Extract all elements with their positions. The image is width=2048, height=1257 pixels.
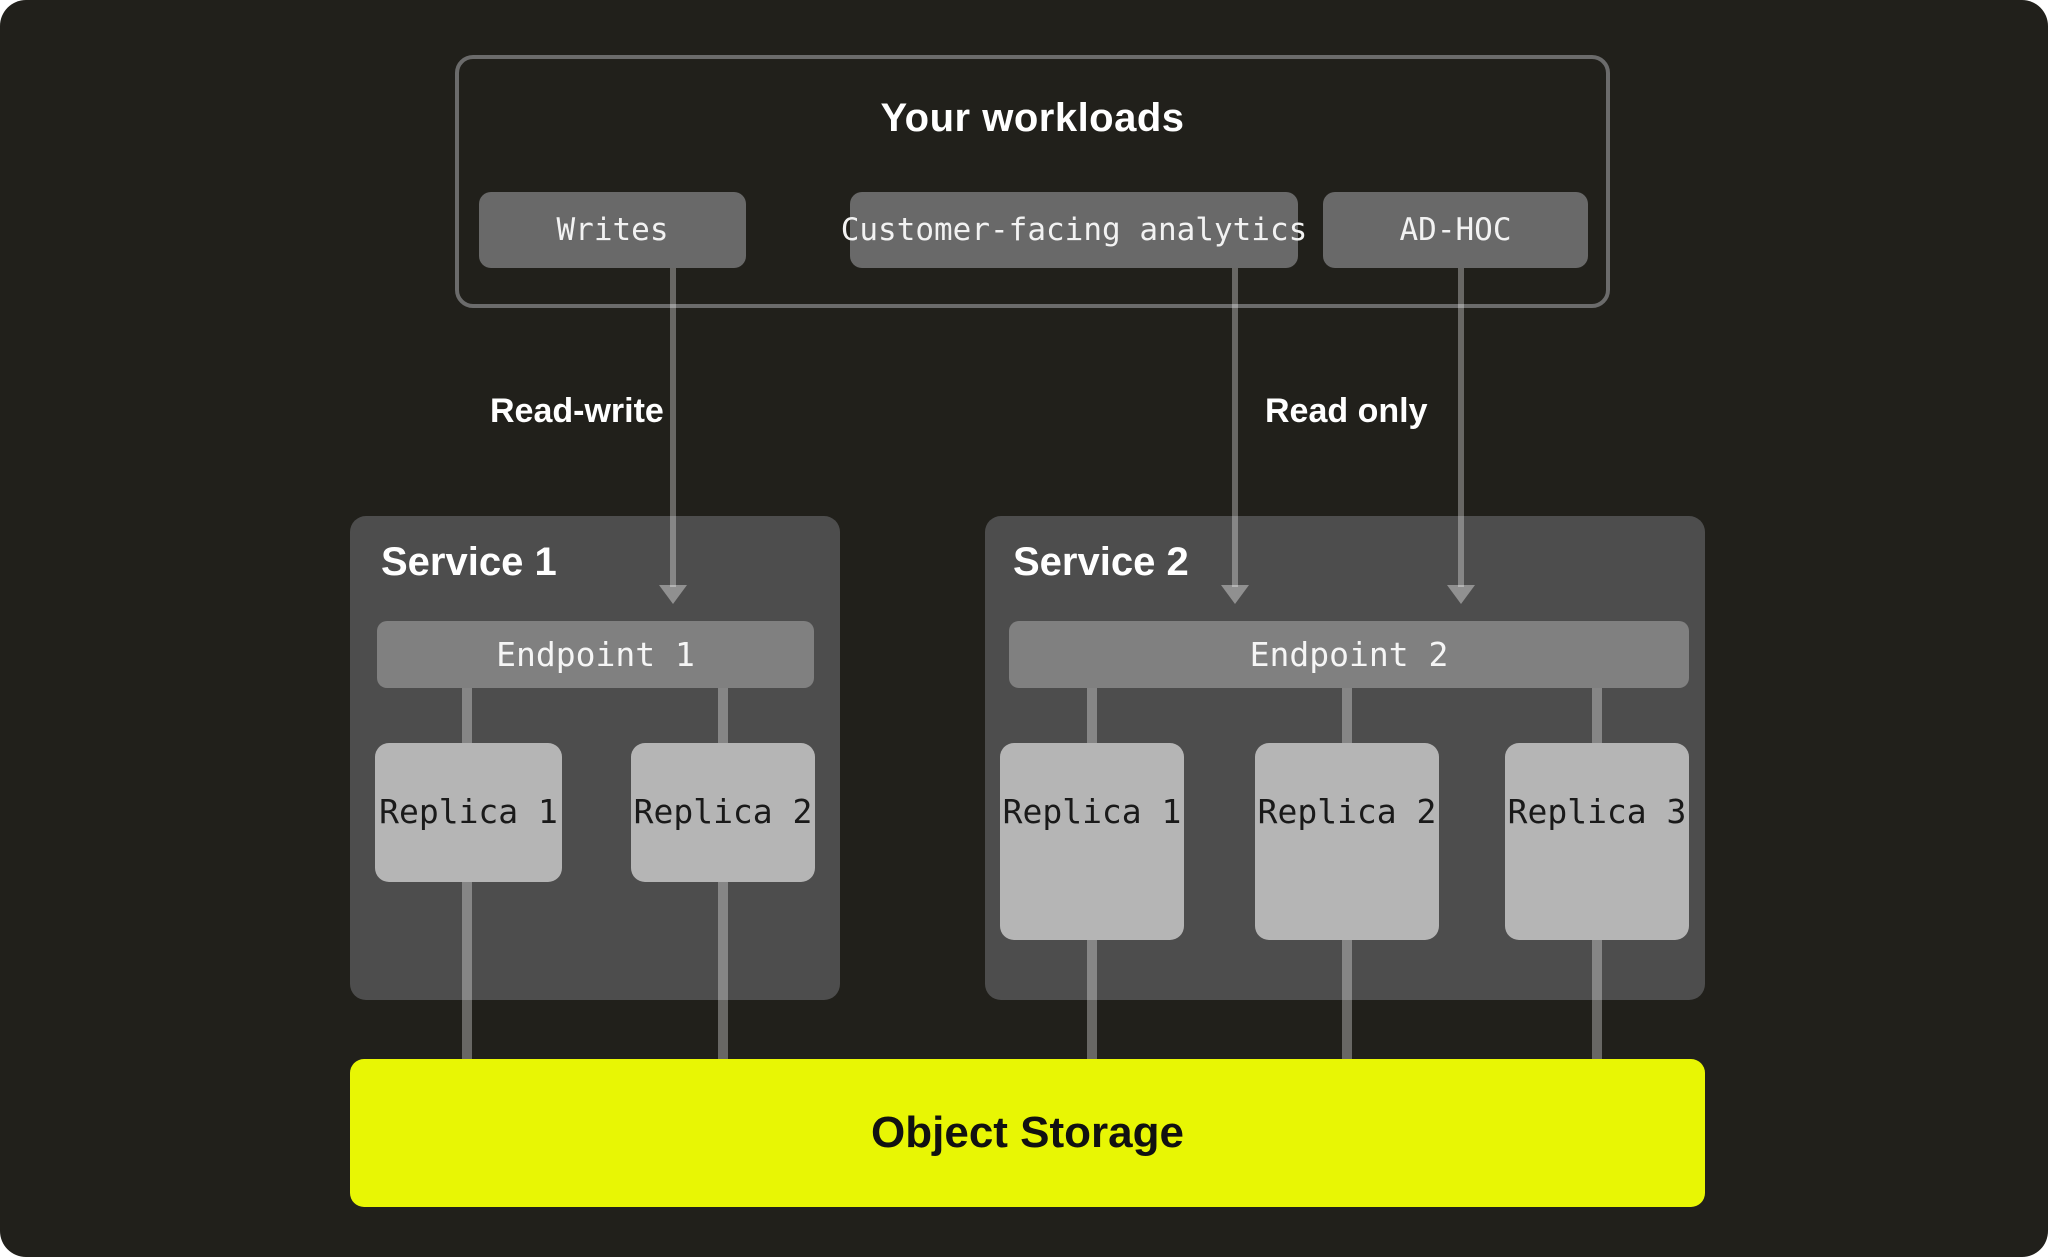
service-2-replica-2: Replica 2: [1255, 743, 1439, 940]
workload-pill-writes: Writes: [479, 192, 746, 268]
arrow-down-icon: [1447, 585, 1475, 604]
service-1-replica-1: Replica 1: [375, 743, 562, 882]
service-2-replica-1: Replica 1: [1000, 743, 1184, 940]
service-2-replica-3: Replica 3: [1505, 743, 1689, 940]
arrow-down-icon: [659, 585, 687, 604]
endpoint-2-bar: Endpoint 2: [1009, 621, 1689, 688]
read-write-label: Read-write: [490, 392, 664, 430]
object-storage-bar: Object Storage: [350, 1059, 1705, 1207]
read-only-label: Read only: [1265, 392, 1428, 430]
workload-pill-analytics: Customer-facing analytics: [841, 192, 1307, 268]
service-2-title: Service 2: [1013, 540, 1189, 584]
service-1-replica-2: Replica 2: [631, 743, 815, 882]
arrow-down-icon: [1221, 585, 1249, 604]
workloads-box: [455, 55, 1610, 308]
connector-line-writes: [670, 268, 676, 587]
connector-line-analytics: [1232, 268, 1238, 587]
workload-pill-adhoc: AD-HOC: [1323, 192, 1588, 268]
workloads-title: Your workloads: [880, 96, 1185, 140]
endpoint-1-bar: Endpoint 1: [377, 621, 814, 688]
connector-line-adhoc: [1458, 268, 1464, 587]
service-1-title: Service 1: [381, 540, 557, 584]
